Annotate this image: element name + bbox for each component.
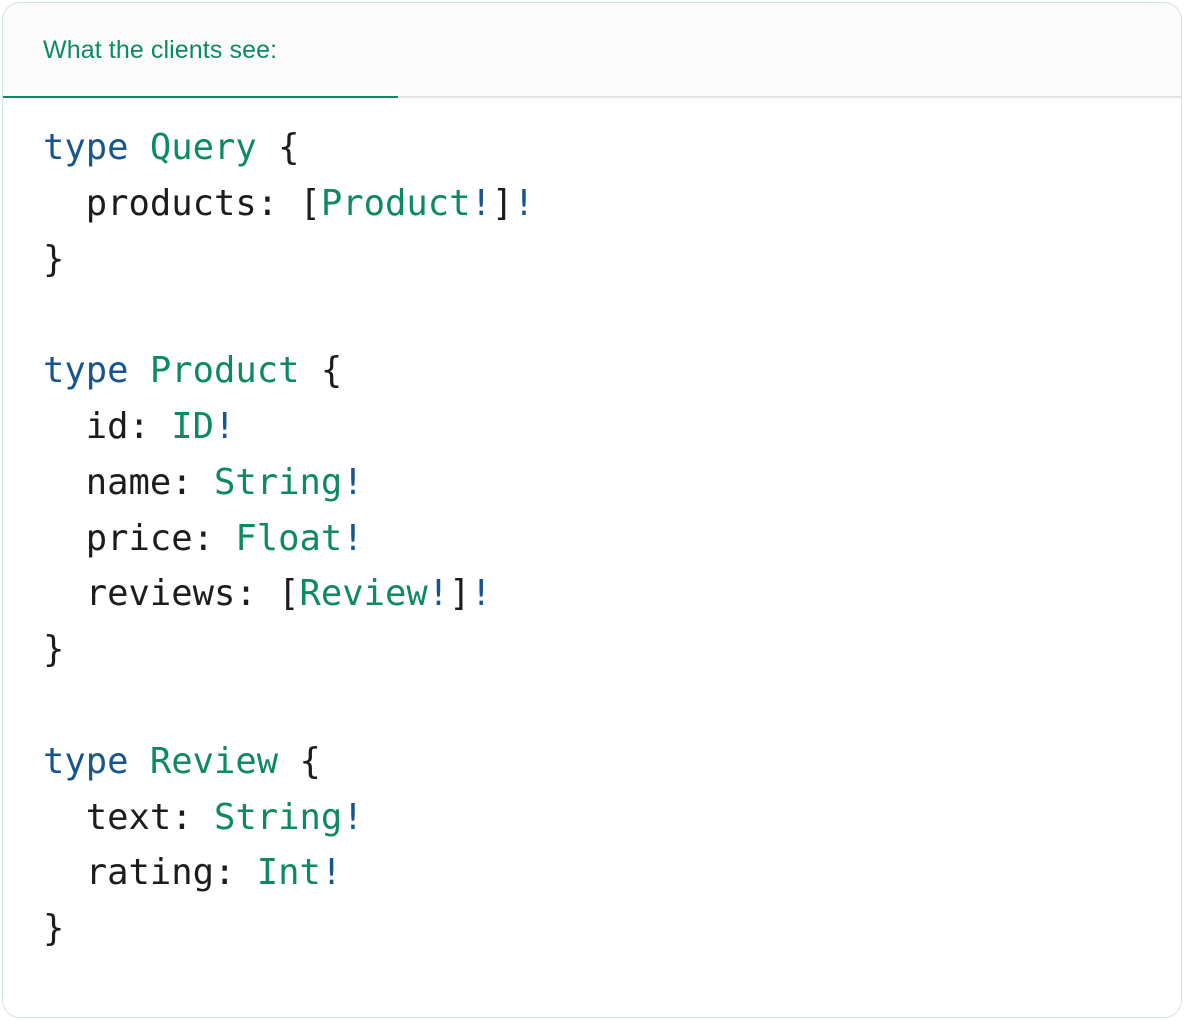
tab-strip: What the clients see: [3, 3, 1181, 100]
code-token-punc [43, 406, 86, 447]
code-token-type: Float [235, 517, 343, 559]
code-token-punc [43, 183, 86, 224]
code-token-bang: ! [342, 796, 364, 838]
code-token-punc: } [43, 629, 65, 671]
code-token-type: Int [256, 852, 321, 894]
code-line: price: Float! [43, 511, 1181, 567]
tab-what-the-clients-see[interactable]: What the clients see: [3, 3, 398, 100]
code-token-punc [43, 852, 86, 893]
code-token-punc: [ [299, 182, 321, 224]
schema-card: What the clients see: type Query { produ… [2, 2, 1182, 1018]
code-token-punc: : [171, 461, 214, 503]
code-token-punc: : [128, 405, 172, 447]
code-token-type: ID [171, 405, 214, 447]
code-token-punc [43, 462, 86, 503]
code-token-punc: { [320, 350, 343, 392]
code-token-bang: ! [470, 182, 492, 224]
code-token-punc [278, 741, 299, 782]
code-token-bang: ! [513, 182, 535, 224]
code-line: reviews: [Review!]! [43, 566, 1181, 622]
graphql-schema-code[interactable]: type Query { products: [Product!]!}​type… [3, 120, 1181, 957]
code-token-kw: type [43, 350, 129, 392]
code-token-bang: ! [470, 573, 492, 615]
code-token-field: price [85, 517, 193, 559]
code-token-kw: type [43, 740, 129, 782]
code-token-type: Product [149, 350, 300, 392]
code-line: rating: Int! [43, 845, 1181, 901]
code-token-type: String [214, 796, 343, 838]
code-line: ​ [43, 678, 1181, 734]
code-token-type: Review [299, 573, 428, 615]
code-token-punc: : [235, 573, 279, 615]
code-token-bang: ! [342, 517, 364, 559]
code-token-type: Product [320, 182, 471, 224]
code-line: ​ [43, 287, 1181, 343]
code-token-field: text [85, 796, 172, 838]
code-line: type Review { [43, 734, 1181, 790]
code-token-punc: { [299, 740, 321, 782]
code-token-punc [129, 350, 150, 391]
code-token-punc [129, 127, 150, 168]
code-token-punc: { [278, 127, 300, 168]
code-token-punc [43, 573, 86, 614]
code-token-punc [129, 741, 150, 782]
code-token-punc: } [43, 238, 65, 280]
code-panel: type Query { products: [Product!]!}​type… [3, 98, 1181, 1017]
code-token-punc [300, 350, 321, 391]
code-token-punc: : [256, 182, 300, 224]
code-token-punc: [ [278, 573, 300, 615]
code-token-type: Review [149, 740, 279, 782]
code-token-punc: : [171, 796, 214, 838]
code-token-bang: ! [427, 573, 450, 615]
code-token-punc: : [214, 852, 257, 894]
code-token-punc [43, 797, 86, 838]
code-line: text: String! [43, 790, 1181, 846]
code-line: type Query { [43, 120, 1181, 176]
code-token-punc: : [192, 517, 236, 559]
code-token-punc [43, 518, 86, 559]
code-token-field: rating [85, 852, 214, 894]
code-line: } [43, 232, 1181, 288]
code-line: products: [Product!]! [43, 176, 1181, 232]
code-line: name: String! [43, 455, 1181, 511]
code-token-punc: ] [449, 573, 471, 615]
code-token-kw: type [43, 127, 129, 168]
code-token-field: products [85, 182, 257, 224]
code-token-field: reviews [85, 573, 236, 615]
code-token-type: String [214, 461, 343, 503]
code-token-punc: ] [491, 182, 514, 224]
code-line: } [43, 622, 1181, 678]
code-token-field: name [85, 461, 172, 503]
code-line: } [43, 901, 1181, 957]
tab-label: What the clients see: [43, 36, 278, 64]
code-token-bang: ! [342, 461, 364, 503]
code-line: type Product { [43, 343, 1181, 399]
code-token-type: Query [149, 127, 257, 168]
code-token-bang: ! [320, 852, 343, 894]
code-token-field: id [85, 405, 129, 447]
code-token-punc: } [43, 908, 65, 950]
code-line: id: ID! [43, 399, 1181, 455]
code-token-bang: ! [214, 405, 236, 447]
code-token-punc [257, 127, 278, 168]
